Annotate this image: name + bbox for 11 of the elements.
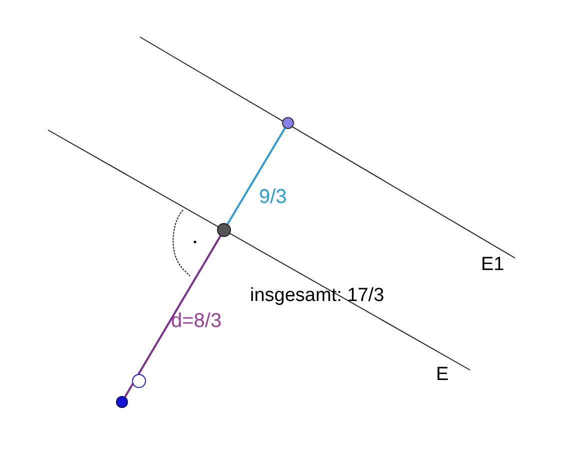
point xyxy=(282,117,294,129)
segment xyxy=(124,236,222,398)
annotation-text: insgesamt: 17/3 xyxy=(250,286,384,305)
edge-label: d=8/3 xyxy=(171,311,222,331)
line-label: E xyxy=(436,365,449,384)
line-label: E1 xyxy=(481,255,504,274)
point xyxy=(116,396,128,408)
point xyxy=(217,223,231,237)
edge-label: 9/3 xyxy=(259,187,287,207)
open-point xyxy=(132,374,146,388)
segment xyxy=(226,128,286,224)
